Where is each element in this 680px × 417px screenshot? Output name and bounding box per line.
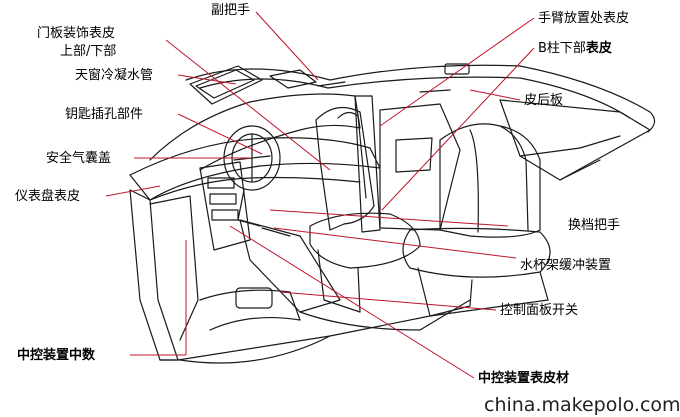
rear-seat-back — [439, 123, 541, 238]
label-bzhu-prefix: B柱下部 — [538, 41, 586, 56]
leader-huandang — [269, 209, 509, 227]
windshield-frame — [149, 93, 361, 171]
label-bzhu: B柱下部表皮 — [538, 41, 612, 57]
door-switch — [235, 287, 273, 309]
label-huandang: 换档把手 — [568, 218, 621, 233]
overhead-light — [444, 63, 470, 75]
label-shoubi: 手臂放置处表皮 — [538, 11, 630, 26]
label-pihouban: 皮后板 — [524, 93, 564, 108]
b-pillar — [354, 95, 381, 233]
leader-yaoshi — [177, 113, 263, 155]
leader-zhongkong-pici — [229, 225, 475, 379]
leader-pihouban — [469, 89, 521, 101]
sun-visor — [189, 65, 263, 105]
label-menban-line2: 上部/下部 — [60, 44, 117, 59]
leader-yibiao — [105, 185, 161, 197]
roof-inner — [199, 76, 631, 119]
label-yaoshi: 钥匙插孔部件 — [65, 107, 144, 122]
watermark: china.makepolo.com — [484, 394, 680, 416]
label-yibiao: 仪表盘表皮 — [15, 189, 81, 204]
center-console — [239, 219, 341, 313]
rear-shelf — [499, 99, 651, 181]
center-stack — [199, 161, 251, 251]
label-zhongkong-pici: 中控装置表皮材 — [478, 371, 570, 386]
label-zhongkong-bold: 中控装置中数 — [17, 348, 96, 363]
left-door-panel — [129, 189, 179, 361]
leader-shuibei — [273, 227, 517, 259]
rear-door — [379, 103, 461, 231]
front-seat-cushion — [309, 212, 421, 269]
label-fubashou: 副把手 — [211, 3, 251, 18]
front-seat — [315, 106, 375, 231]
dashboard — [129, 137, 381, 201]
roof-outline — [185, 64, 656, 133]
leader-bzhu — [381, 47, 535, 211]
label-kongzhi: 控制面板开关 — [500, 303, 579, 318]
leader-lines — [105, 11, 535, 379]
label-tianchuang: 天窗冷凝水管 — [75, 68, 154, 83]
label-anquan: 安全气囊盖 — [46, 151, 112, 166]
leader-menban — [165, 39, 331, 171]
leader-kongzhi — [279, 291, 497, 311]
label-bzhu-bold: 表皮 — [585, 41, 612, 56]
leader-shoubi — [379, 17, 535, 127]
label-menban-line1: 门板装饰表皮 — [37, 26, 116, 41]
leader-tianchuang — [177, 74, 237, 85]
leader-fubashou — [255, 11, 319, 81]
label-shuibei: 水杯架缓冲装置 — [520, 258, 612, 273]
